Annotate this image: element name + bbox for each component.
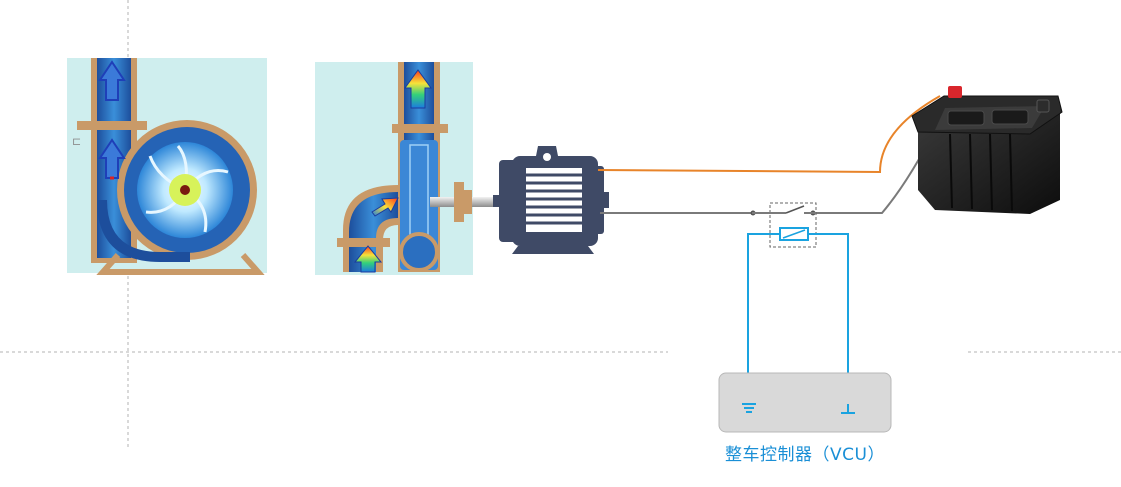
motor-lifting-hole bbox=[543, 153, 551, 161]
axial-inlet-elbow-water bbox=[349, 192, 398, 272]
relay-switch-blade bbox=[785, 205, 805, 214]
control-wires bbox=[747, 233, 849, 404]
relay-coil-winding bbox=[782, 229, 806, 239]
vcu-label: 整车控制器（VCU） bbox=[725, 445, 885, 465]
volute-bottom-channel bbox=[97, 200, 190, 262]
centrifugal-pump: ⊏ bbox=[67, 58, 267, 275]
battery bbox=[911, 86, 1063, 214]
control-wire-right bbox=[808, 233, 849, 404]
pump-base bbox=[96, 253, 265, 275]
motor-rear-stub bbox=[603, 192, 609, 208]
vcu-box bbox=[718, 372, 892, 433]
axial-lower-bulb bbox=[399, 232, 439, 272]
relay-dashed-box bbox=[769, 202, 817, 248]
vcu-unit bbox=[718, 372, 892, 433]
power-wires bbox=[597, 95, 941, 214]
flow-arrow-diagonal-icon bbox=[371, 197, 399, 217]
motor-lifting-eye bbox=[536, 146, 558, 156]
motor-cooling-fins bbox=[526, 173, 582, 225]
axial-flange-top bbox=[392, 124, 448, 133]
axial-coupling-outer bbox=[464, 190, 472, 214]
axial-coupling bbox=[454, 182, 464, 222]
battery-positive-terminal bbox=[948, 86, 962, 98]
battery-negative-terminal bbox=[1036, 99, 1050, 113]
electric-motor bbox=[493, 146, 609, 254]
battery-cell-left bbox=[947, 110, 985, 126]
battery-body bbox=[918, 110, 1060, 214]
ground-icon bbox=[841, 404, 855, 414]
flow-arrow-up-top-icon bbox=[404, 69, 432, 109]
axial-flange-bottom bbox=[337, 238, 390, 247]
impeller-shaft bbox=[180, 185, 190, 195]
axial-pump bbox=[315, 62, 494, 275]
flow-arrow-up-bottom-icon bbox=[353, 245, 383, 273]
motor-shaft-stub bbox=[493, 195, 501, 207]
relay bbox=[750, 202, 817, 248]
battery-cell-right bbox=[991, 109, 1029, 125]
flow-arrow-icon bbox=[98, 60, 126, 179]
pipe-flange bbox=[77, 121, 147, 130]
orange-positive-wire bbox=[597, 95, 941, 174]
battery-ribs bbox=[949, 133, 1013, 212]
motor-foot bbox=[512, 246, 594, 254]
ground-icon bbox=[742, 403, 756, 413]
motor-endcap-right bbox=[594, 166, 604, 234]
control-wire-left bbox=[747, 233, 780, 404]
svg-text:⊏: ⊏ bbox=[72, 135, 81, 148]
